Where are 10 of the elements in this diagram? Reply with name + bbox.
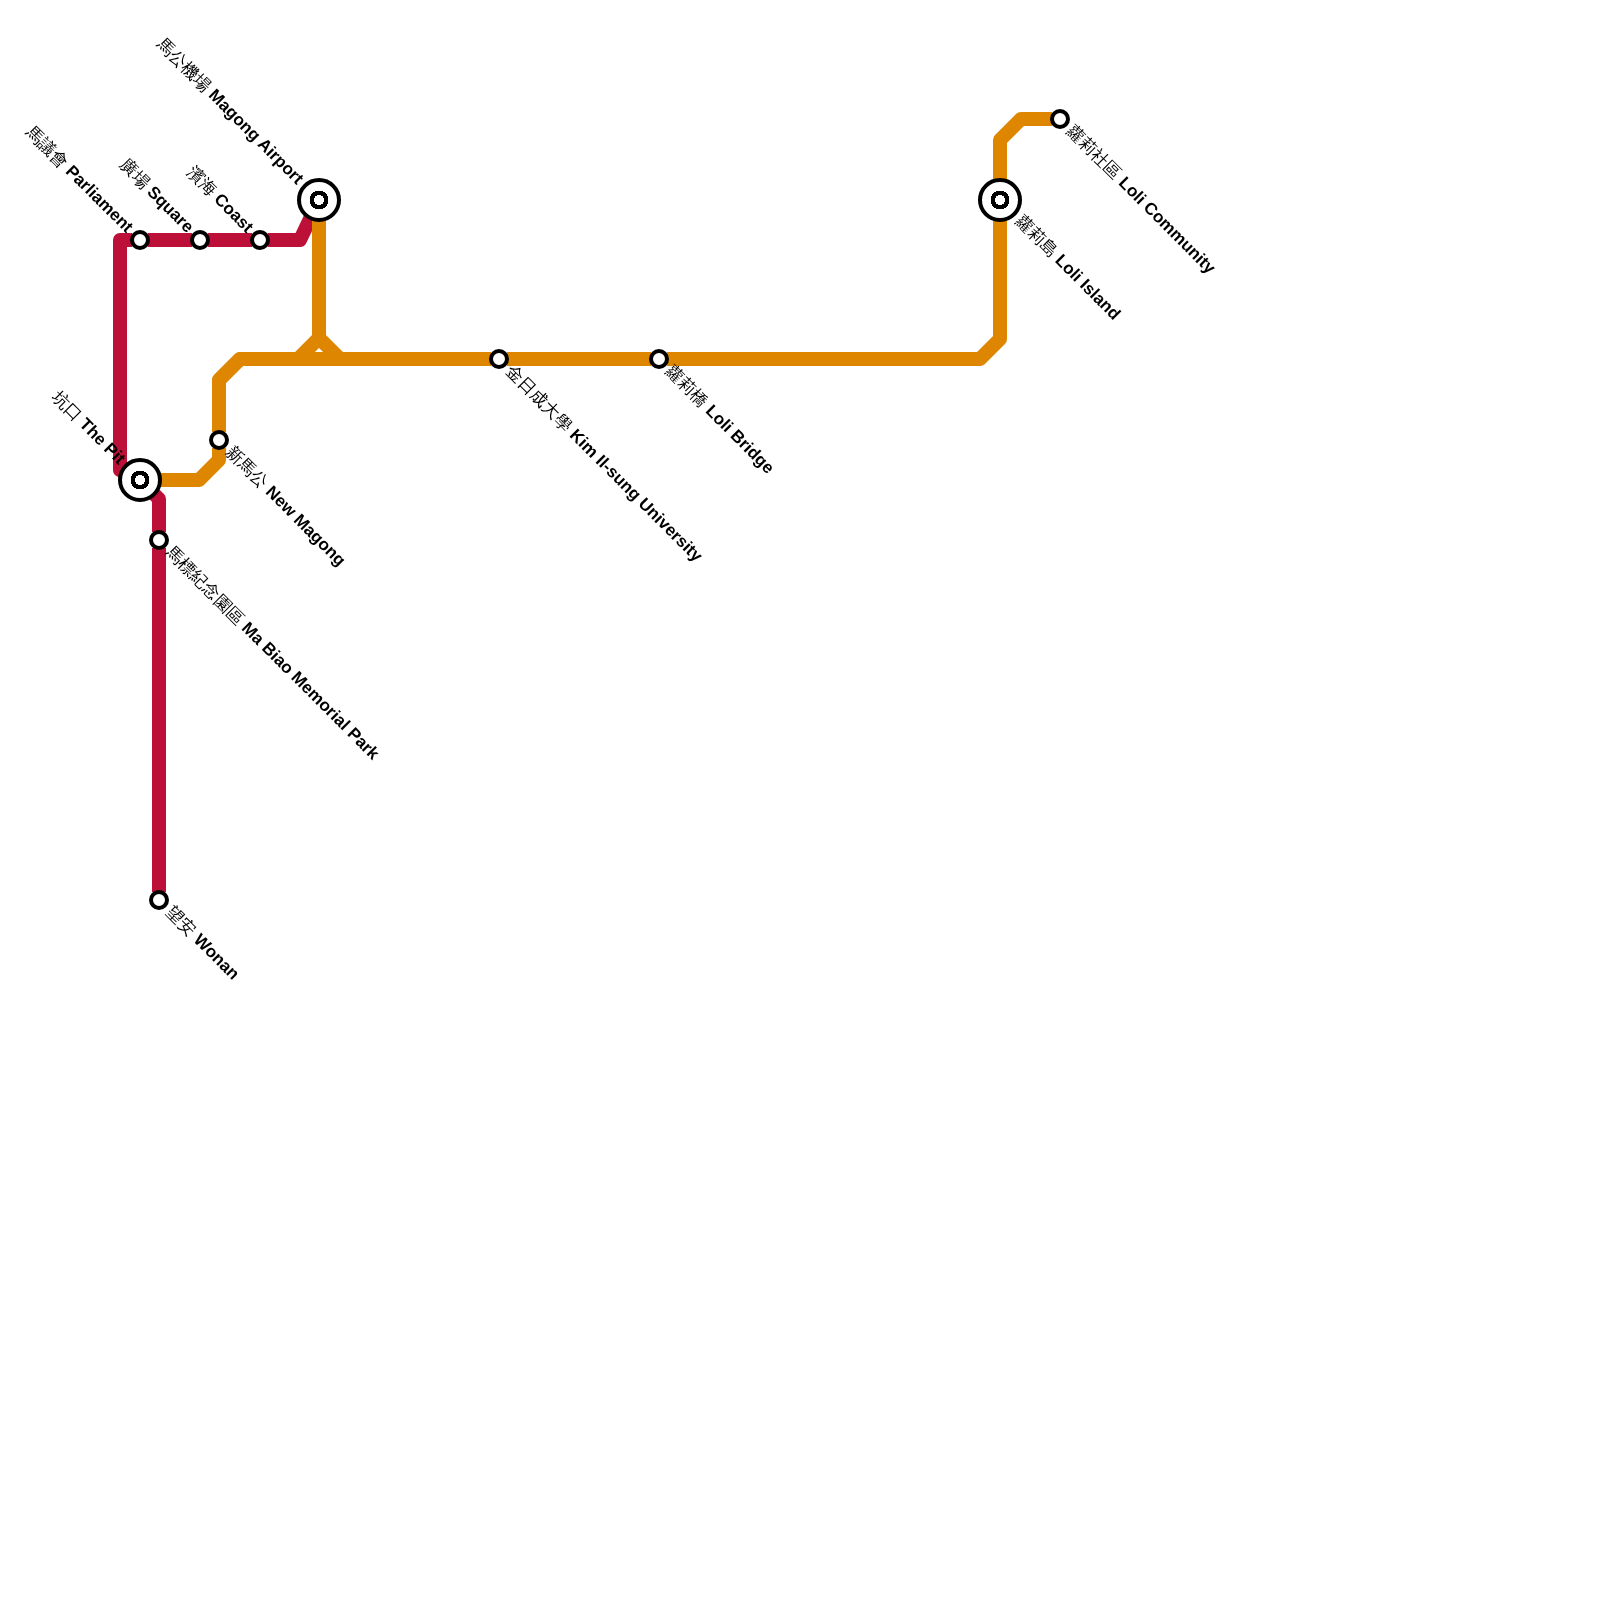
metro-line xyxy=(667,220,1007,366)
metro-line xyxy=(160,448,226,487)
metro-line xyxy=(507,352,651,366)
metro-line xyxy=(208,233,252,247)
station-label: 坑口 The Pit xyxy=(47,387,129,469)
metro-line xyxy=(152,548,166,892)
metro-line xyxy=(113,233,132,477)
metro-line xyxy=(149,489,166,532)
metro-line xyxy=(148,233,192,247)
metro-line xyxy=(993,112,1052,180)
